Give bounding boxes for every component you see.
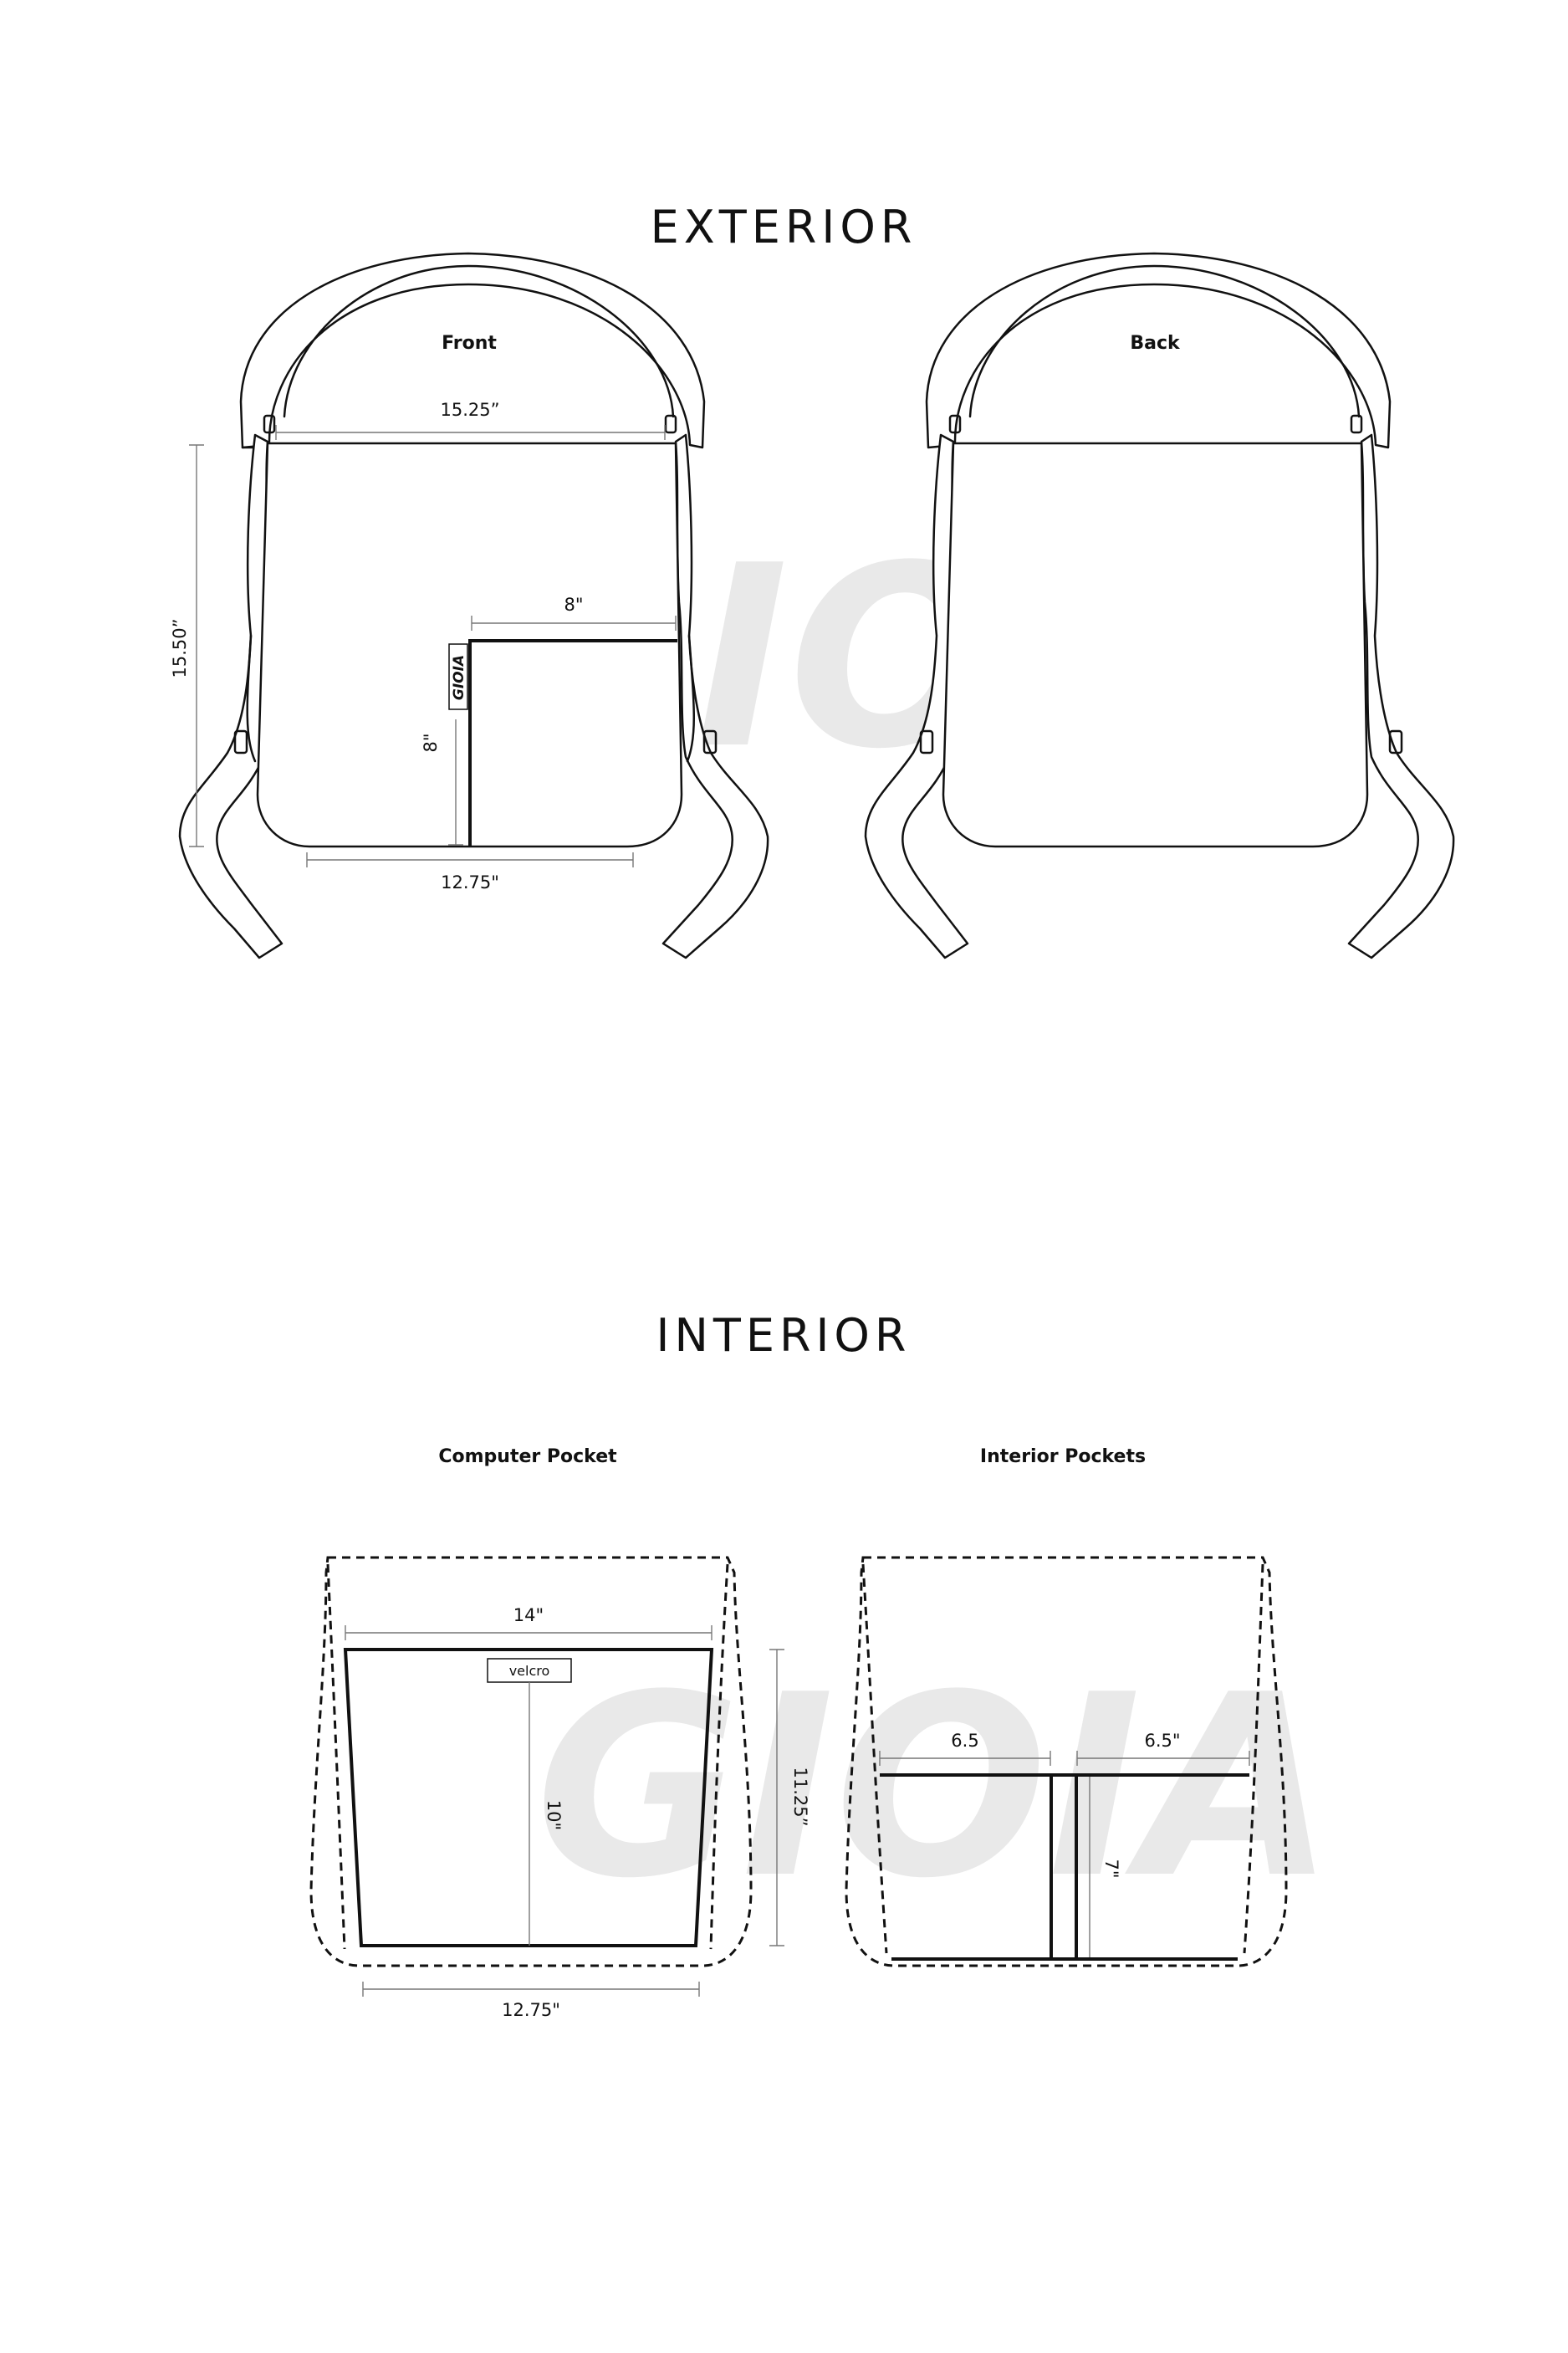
interior-pockets: Interior Pockets 6.5 6.5" 7" bbox=[845, 1446, 1288, 1967]
computer-pocket-label: Computer Pocket bbox=[438, 1446, 617, 1467]
dim-height: 15.50” bbox=[170, 619, 190, 678]
dim-pocket-width: 8" bbox=[564, 595, 583, 615]
back-body bbox=[942, 442, 1369, 848]
exterior-heading: EXTERIOR bbox=[651, 201, 917, 253]
dim-computer-bottom: 12.75" bbox=[502, 2000, 560, 2020]
computer-pocket-inner bbox=[343, 1648, 714, 1947]
interior-watermark: GIOIA bbox=[535, 1641, 1336, 1933]
interior-pockets-label: Interior Pockets bbox=[980, 1446, 1146, 1467]
back-label: Back bbox=[1130, 333, 1181, 354]
dim-pocket-right: 6.5" bbox=[1144, 1731, 1180, 1751]
computer-pocket: Computer Pocket velcro 14" 10" 11.25” 12… bbox=[309, 1446, 810, 2020]
front-label: Front bbox=[442, 333, 497, 354]
back-right-strap bbox=[1347, 433, 1455, 959]
dim-pocket-height: 7" bbox=[1101, 1859, 1121, 1878]
front-dimensions: 15.25” 15.50” 8" 8" 12.75" bbox=[170, 400, 677, 893]
computer-pocket-dimensions: 14" 10" 11.25” 12.75" bbox=[345, 1605, 810, 2020]
dim-computer-top: 14" bbox=[513, 1605, 544, 1625]
front-pocket bbox=[468, 639, 677, 847]
dim-bottom-width: 12.75" bbox=[441, 872, 499, 893]
dim-pocket-height: 8" bbox=[421, 733, 441, 752]
back-view: Back bbox=[864, 252, 1455, 959]
computer-pocket-outer bbox=[309, 1556, 753, 1967]
back-top-handle bbox=[925, 252, 1392, 449]
dim-pocket-left: 6.5 bbox=[951, 1731, 978, 1751]
interior-pocket-divider bbox=[1050, 1775, 1078, 1959]
front-top-handle bbox=[239, 252, 706, 449]
interior-pockets-dimensions: 6.5 6.5" 7" bbox=[879, 1731, 1250, 1957]
velcro-label: velcro bbox=[509, 1663, 550, 1679]
dim-computer-outer-height: 11.25” bbox=[790, 1767, 810, 1827]
logo-patch: GIOIA bbox=[448, 643, 468, 710]
interior-heading: INTERIOR bbox=[656, 1309, 912, 1362]
dim-top-width: 15.25” bbox=[441, 400, 500, 420]
interior-pockets-outer bbox=[845, 1556, 1288, 1967]
dim-computer-height: 10" bbox=[544, 1800, 564, 1830]
front-view: Front GIOIA 15.25” 15 bbox=[170, 252, 769, 959]
logo-text: GIOIA bbox=[451, 655, 467, 700]
